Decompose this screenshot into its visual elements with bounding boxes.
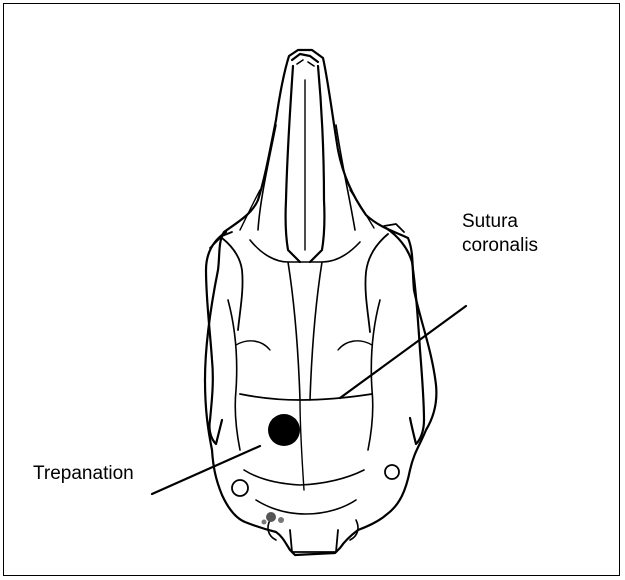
trepanation-label: Trepanation — [33, 462, 134, 486]
trepanation-hole — [268, 414, 300, 446]
coronal-suture — [240, 394, 372, 400]
sutura-coronalis-label: Sutura coronalis — [462, 210, 538, 258]
zygomatic-arch-right — [386, 228, 424, 444]
sutura-label-line1: Sutura — [462, 210, 538, 234]
sutura-leader-line — [340, 306, 466, 398]
nose-tip — [292, 54, 318, 62]
occipital-base — [290, 530, 338, 552]
sutura-label-line2: coronalis — [462, 234, 538, 258]
zygomatic-arch-left — [206, 232, 226, 444]
